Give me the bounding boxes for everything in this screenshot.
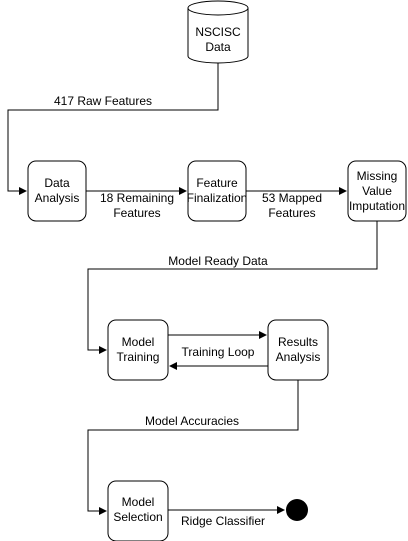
edge-model-ready-data-label: Model Ready Data	[168, 254, 268, 268]
database-top	[187, 0, 249, 16]
edge-training-loop: Training Loop	[168, 331, 268, 370]
edge-mapped-features-line2: Features	[268, 206, 315, 220]
data-analysis-label-line2: Analysis	[35, 191, 80, 205]
edge-remaining-features-line1: 18 Remaining	[100, 191, 174, 205]
imputation-label-line3: Imputation	[349, 199, 405, 213]
edge-remaining-features: 18 Remaining Features	[86, 187, 187, 220]
data-analysis-node[interactable]: Data Analysis	[27, 160, 87, 222]
model-selection-node[interactable]: Model Selection	[107, 480, 169, 541]
edge-raw-features: 417 Raw Features	[7, 63, 219, 195]
missing-value-imputation-node[interactable]: Missing Value Imputation	[347, 160, 407, 222]
edge-mapped-features: 53 Mapped Features	[246, 187, 347, 220]
edge-model-accuracies-label: Model Accuracies	[145, 414, 239, 428]
data-analysis-label-line1: Data	[44, 176, 70, 190]
feature-finalization-label-line2: Finalization	[187, 191, 248, 205]
model-selection-label-line1: Model	[122, 495, 155, 509]
results-analysis-label-line2: Analysis	[276, 350, 321, 364]
model-training-label-line1: Model	[122, 335, 155, 349]
nscisc-data-label-line1: NSCISC	[195, 25, 241, 39]
edge-ridge-classifier: Ridge Classifier	[168, 506, 285, 528]
results-analysis-label-line1: Results	[278, 335, 318, 349]
model-training-label-line2: Training	[117, 350, 160, 364]
results-analysis-node[interactable]: Results Analysis	[267, 319, 329, 381]
database-icon	[187, 8, 249, 64]
feature-finalization-node[interactable]: Feature Finalization	[187, 160, 248, 222]
imputation-label-line2: Value	[362, 184, 392, 198]
feature-finalization-label-line1: Feature	[196, 176, 238, 190]
edge-remaining-features-line2: Features	[113, 206, 160, 220]
nscisc-data-node[interactable]: NSCISC Data	[187, 0, 249, 64]
model-training-node[interactable]: Model Training	[107, 319, 169, 381]
imputation-label-line1: Missing	[357, 169, 398, 183]
model-selection-label-line2: Selection	[113, 510, 162, 524]
edge-ridge-classifier-label: Ridge Classifier	[181, 514, 265, 528]
nscisc-data-label-line2: Data	[205, 40, 231, 54]
edge-raw-features-label: 417 Raw Features	[54, 94, 152, 108]
end-terminal-icon	[286, 499, 308, 521]
edge-mapped-features-line1: 53 Mapped	[262, 191, 322, 205]
edge-model-accuracies: Model Accuracies	[87, 380, 299, 515]
edge-model-ready-data: Model Ready Data	[87, 221, 378, 354]
edge-training-loop-label: Training Loop	[182, 345, 255, 359]
